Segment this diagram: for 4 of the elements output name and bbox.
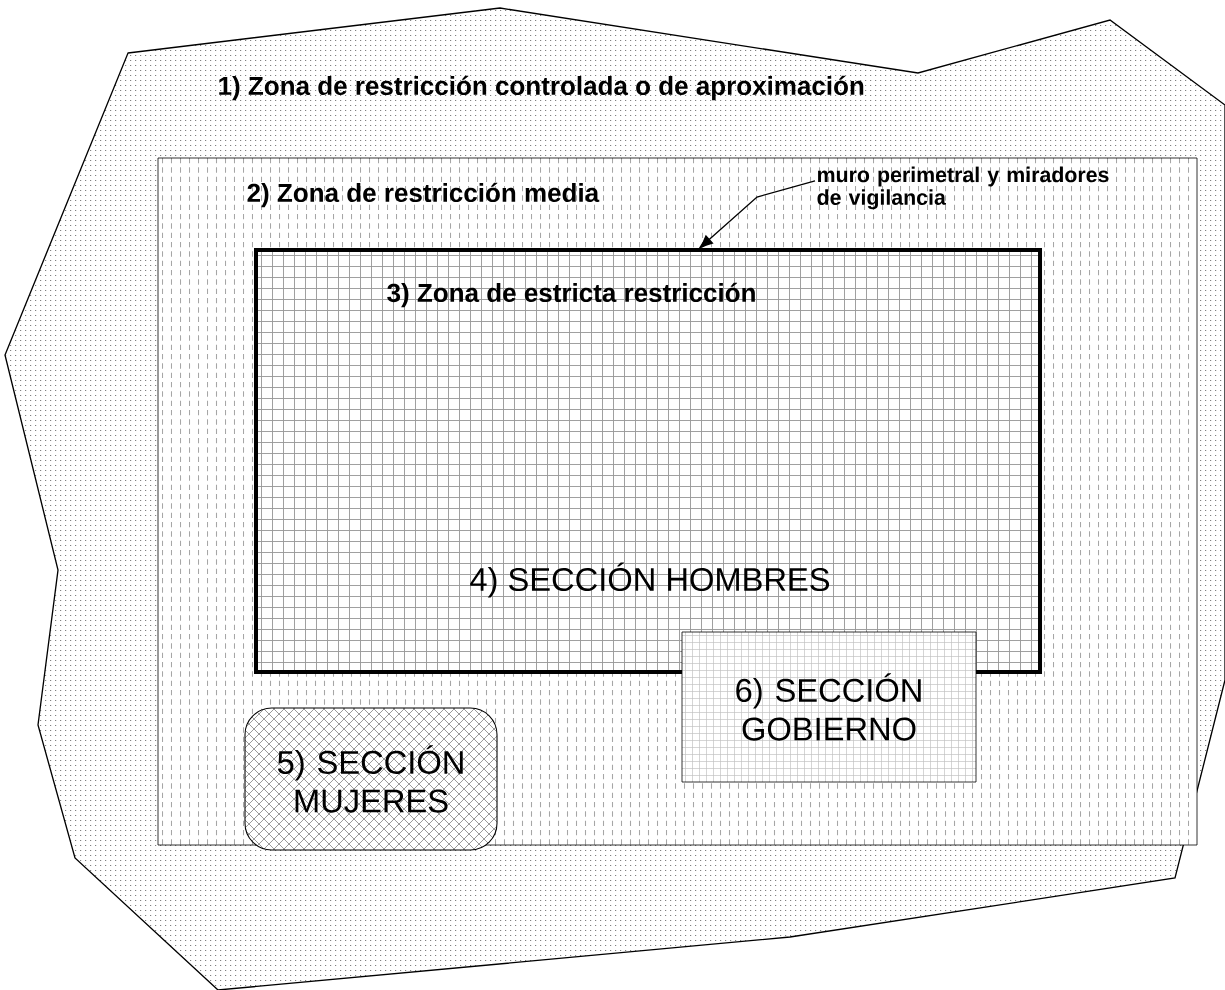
section-box: 5) SECCIÓN MUJERES xyxy=(244,707,498,851)
callout-text: muro perimetral y miradores de vigilancia xyxy=(817,166,1109,210)
leader-line xyxy=(699,180,816,249)
section-box: 6) SECCIÓN GOBIERNO xyxy=(681,631,977,783)
